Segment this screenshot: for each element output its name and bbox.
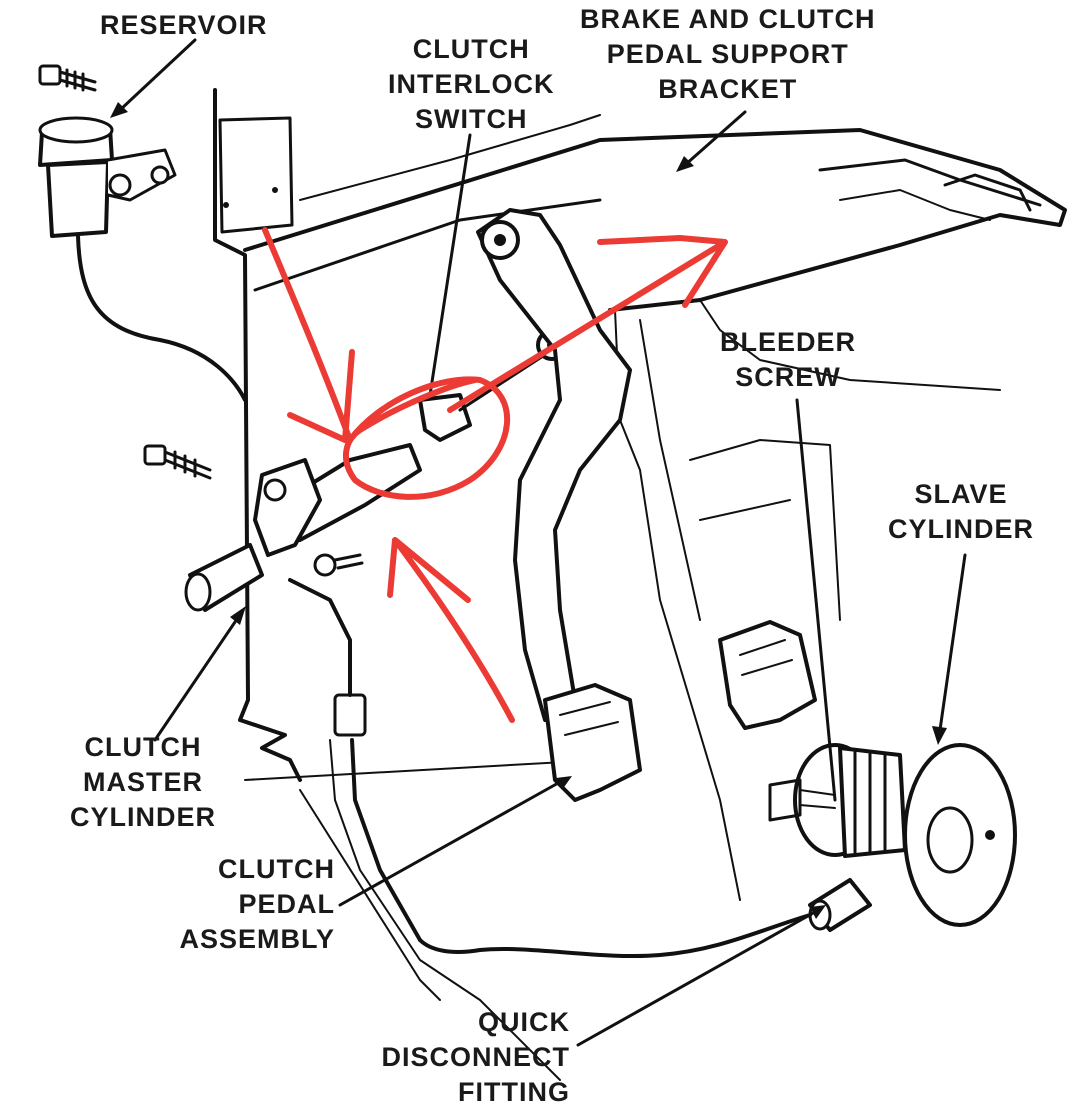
slave-cylinder xyxy=(768,743,1017,927)
quick-disconnect-label: QUICK DISCONNECT FITTING xyxy=(360,1005,570,1110)
leader-lines xyxy=(110,38,967,1047)
bleeder-label-line2: SCREW xyxy=(735,362,841,392)
brake-pedal xyxy=(639,319,817,730)
interlock-label-line3: SWITCH xyxy=(415,104,528,134)
interlock-label-line1: CLUTCH xyxy=(412,34,530,64)
fitting-label-line2: DISCONNECT xyxy=(381,1042,570,1072)
master-label-line1: CLUTCH xyxy=(84,732,202,762)
clutch-master-cylinder xyxy=(184,443,422,612)
slave-label-line2: CYLINDER xyxy=(888,514,1035,544)
reservoir-label: RESERVOIR xyxy=(100,8,268,43)
red-arrow-upper-right xyxy=(447,235,728,413)
master-cylinder-bolt xyxy=(143,444,212,480)
master-label-line3: CYLINDER xyxy=(70,802,217,832)
reservoir-bolt xyxy=(38,64,97,92)
pedal-assembly-label: CLUTCH PEDAL ASSEMBLY xyxy=(160,852,335,957)
bracket-label-line3: BRACKET xyxy=(658,74,798,104)
slave-label-line1: SLAVE xyxy=(914,479,1008,509)
red-arrow-down xyxy=(262,227,355,443)
bleeder-screw-label: BLEEDER SCREW xyxy=(720,325,856,395)
firewall-panel xyxy=(213,88,841,1081)
slave-cylinder-label: SLAVE CYLINDER xyxy=(888,477,1034,547)
interlock-label-line2: INTERLOCK xyxy=(388,69,555,99)
master-label-line2: MASTER xyxy=(83,767,203,797)
red-arrow-up xyxy=(387,537,515,723)
red-annotation-marks xyxy=(262,227,728,723)
clutch-pedal-assembly xyxy=(476,208,642,802)
bleeder-label-line1: BLEEDER xyxy=(720,327,857,357)
pedal-label-line3: ASSEMBLY xyxy=(179,924,335,954)
bracket-label-line2: PEDAL SUPPORT xyxy=(606,39,849,69)
interlock-switch-label: CLUTCH INTERLOCK SWITCH xyxy=(388,32,555,137)
bracket-label: BRAKE AND CLUTCH PEDAL SUPPORT BRACKET xyxy=(580,2,875,107)
pedal-label-line1: CLUTCH xyxy=(218,854,335,884)
pedal-label-line2: PEDAL xyxy=(238,889,335,919)
red-circle-annotation xyxy=(343,376,511,500)
reservoir xyxy=(38,116,247,402)
reservoir-label-text: RESERVOIR xyxy=(100,10,268,40)
master-cylinder-label: CLUTCH MASTER CYLINDER xyxy=(70,730,216,835)
fitting-label-line1: QUICK xyxy=(478,1007,570,1037)
pedal-support-bracket xyxy=(243,114,1067,391)
fitting-label-line3: FITTING xyxy=(458,1077,570,1107)
bracket-label-line1: BRAKE AND CLUTCH xyxy=(580,4,876,34)
